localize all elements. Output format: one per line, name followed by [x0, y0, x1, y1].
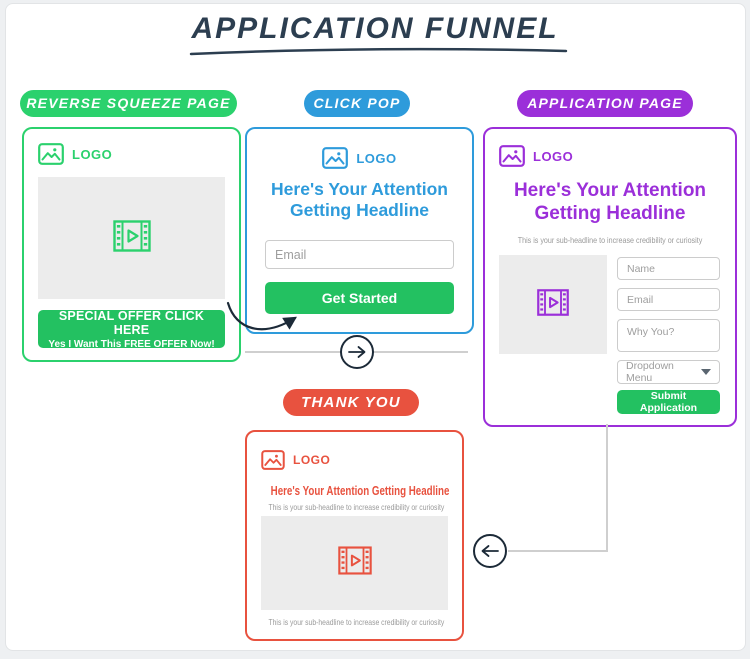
email-field[interactable] [265, 240, 454, 269]
logo-image-icon [261, 450, 285, 470]
email-field[interactable] [617, 288, 720, 311]
logo-label: LOGO [293, 453, 331, 467]
card-application-page: LOGO Here's Your Attention Getting Headl… [483, 127, 737, 427]
clickpop-headline: Here's Your Attention Getting Headline [271, 179, 448, 221]
film-video-icon [112, 219, 151, 257]
logo-label: LOGO [533, 148, 574, 164]
card-reverse-squeeze-page: LOGO SPECIAL OFFER CLICK [22, 127, 241, 362]
card-click-pop: LOGO Here's Your Attention Getting Headl… [245, 127, 474, 334]
video-placeholder[interactable] [38, 177, 225, 299]
logo-image-icon [38, 143, 64, 165]
why-you-field[interactable] [617, 319, 720, 352]
logo: LOGO [261, 450, 330, 470]
card-thank-you: LOGO Here's Your Attention Getting Headl… [245, 430, 464, 641]
logo: LOGO [247, 147, 472, 169]
caret-down-icon [701, 369, 711, 375]
logo: LOGO [499, 145, 573, 167]
tag-thank-you: THANK YOU [283, 389, 419, 416]
tag-reverse-squeeze-page: REVERSE SQUEEZE PAGE [20, 90, 237, 117]
thankyou-headline: Here's Your Attention Getting Headline [270, 484, 450, 498]
tag-click-pop: CLICK POP [304, 90, 410, 117]
film-video-icon [537, 288, 569, 321]
offer-button-line1: SPECIAL OFFER CLICK HERE [58, 308, 205, 337]
page-title: APPLICATION FUNNEL [191, 12, 559, 45]
get-started-button[interactable]: Get Started [265, 282, 454, 314]
dropdown-menu[interactable]: Dropdown Menu [617, 360, 720, 384]
video-placeholder[interactable] [261, 516, 448, 610]
submit-application-button[interactable]: Submit Application [617, 390, 720, 414]
special-offer-button[interactable]: SPECIAL OFFER CLICK HERE Yes I Want This… [38, 308, 225, 350]
logo-image-icon [322, 147, 349, 169]
thankyou-subheadline-bottom: This is your sub-headline to increase cr… [268, 617, 445, 627]
application-subheadline: This is your sub-headline to increase cr… [517, 235, 703, 245]
arrow-right-circle-icon [340, 335, 374, 369]
logo-label: LOGO [356, 150, 397, 166]
logo: LOGO [38, 143, 112, 165]
film-video-icon [337, 546, 372, 580]
video-placeholder[interactable] [499, 255, 607, 354]
thankyou-subheadline-top: This is your sub-headline to increase cr… [268, 502, 445, 512]
name-field[interactable] [617, 257, 720, 280]
application-headline: Here's Your Attention Getting Headline [513, 180, 707, 225]
offer-button-line2: Yes I Want This FREE OFFER Now! [48, 338, 215, 350]
arrow-left-circle-icon [473, 534, 507, 568]
tag-application-page: APPLICATION PAGE [517, 90, 693, 117]
logo-label: LOGO [72, 146, 113, 162]
logo-image-icon [499, 145, 525, 167]
dropdown-label: Dropdown Menu [626, 360, 674, 384]
